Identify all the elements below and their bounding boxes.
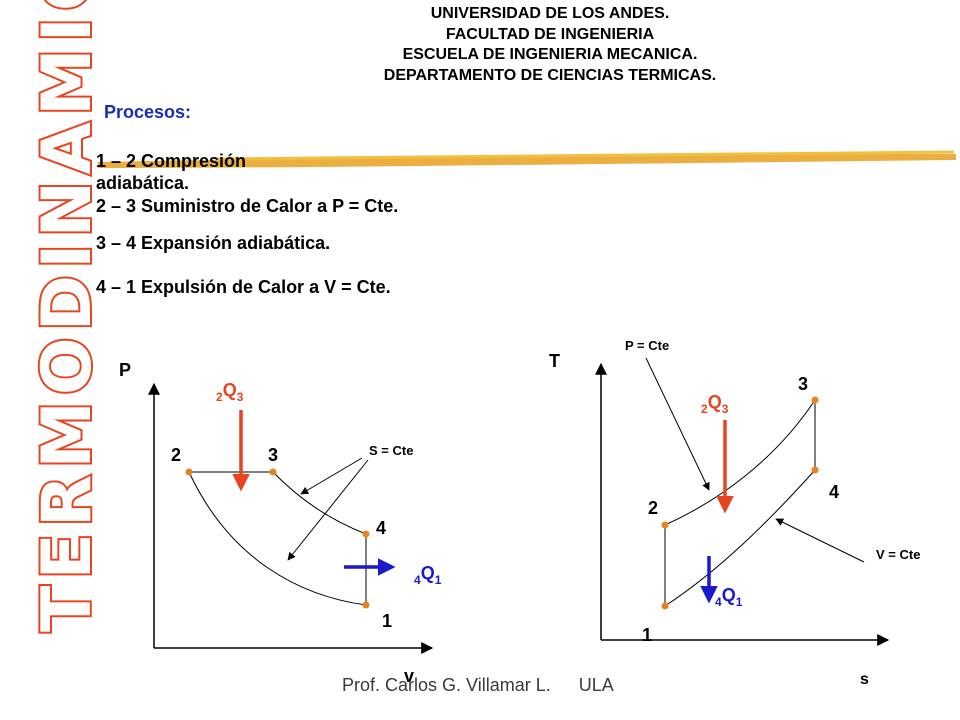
pv-heat-in-label: 2Q3 (216, 380, 244, 404)
pv-label-1: 1 (382, 611, 392, 631)
pv-isentropic-label: S = Cte (369, 443, 413, 458)
footer-author: Prof. Carlos G. Villamar L. (342, 675, 551, 695)
pv-x-axis-label: v (404, 666, 414, 686)
ts-x-axis-label: s (860, 671, 869, 688)
ts-label-2: 2 (648, 498, 658, 518)
pv-label-2: 2 (171, 445, 181, 465)
ts-point-3 (811, 396, 819, 404)
process-3-4: 3 – 4 Expansión adiabática. (96, 233, 331, 253)
pv-diagram: P v 1 2 3 4 2Q3 4Q1 S = Cte (119, 360, 442, 686)
pv-point-1 (362, 601, 370, 609)
pv-expansion-curve (272, 471, 367, 535)
pv-annotation-arrow-1 (300, 457, 363, 495)
ts-label-1: 1 (642, 625, 652, 645)
header-school: ESCUELA DE INGENIERIA MECANICA. (402, 46, 698, 63)
pv-point-3 (269, 468, 277, 476)
ts-volume-annotation-arrow (775, 518, 865, 563)
header-faculty: FACULTAD DE INGENIERIA (445, 25, 655, 43)
process-1-2: 1 – 2 Compresión adiabática. (96, 151, 247, 193)
ts-label-3: 3 (798, 374, 808, 394)
header-university: UNIVERSIDAD DE LOS ANDES. (430, 5, 670, 22)
institution-header: UNIVERSIDAD DE LOS ANDES. FACULTAD DE IN… (250, 4, 850, 86)
ts-constant-pressure-label: P = Cte (625, 338, 669, 353)
ts-constant-volume-curve (664, 469, 816, 607)
ts-heat-in-label: 2Q3 (701, 392, 729, 416)
pv-label-3: 3 (268, 445, 278, 465)
ts-point-4 (811, 466, 819, 474)
pv-y-axis-label: P (119, 360, 131, 380)
pv-compression-curve (188, 471, 367, 606)
ts-y-axis-label: T (549, 351, 560, 371)
pv-point-4 (362, 530, 370, 538)
ts-diagram: T s 1 2 3 4 2Q3 4Q1 P = Cte V = Cte (549, 338, 920, 688)
section-title: Procesos: (104, 102, 192, 122)
ts-constant-volume-label: V = Cte (876, 547, 920, 562)
pv-label-4: 4 (376, 518, 386, 538)
decorative-underline (98, 150, 956, 168)
pv-annotation-arrow-2 (287, 459, 369, 561)
ts-point-2 (661, 521, 669, 529)
pv-heat-out-label: 4Q1 (414, 563, 442, 587)
process-2-3: 2 – 3 Suministro de Calor a P = Cte. (96, 196, 399, 216)
header-department: DEPARTAMENTO DE CIENCIAS TERMICAS. (383, 66, 717, 84)
ts-constant-pressure-curve (664, 399, 816, 526)
footer-institution: ULA (578, 675, 614, 695)
ts-label-4: 4 (829, 482, 839, 502)
footer-credit: Prof. Carlos G. Villamar L. ULA (342, 675, 614, 696)
process-4-1: 4 – 1 Expulsión de Calor a V = Cte. (96, 277, 391, 297)
ts-point-1 (661, 602, 669, 610)
ts-pressure-annotation-arrow (645, 357, 710, 491)
pv-point-2 (185, 468, 193, 476)
ts-heat-out-label: 4Q1 (715, 585, 743, 609)
